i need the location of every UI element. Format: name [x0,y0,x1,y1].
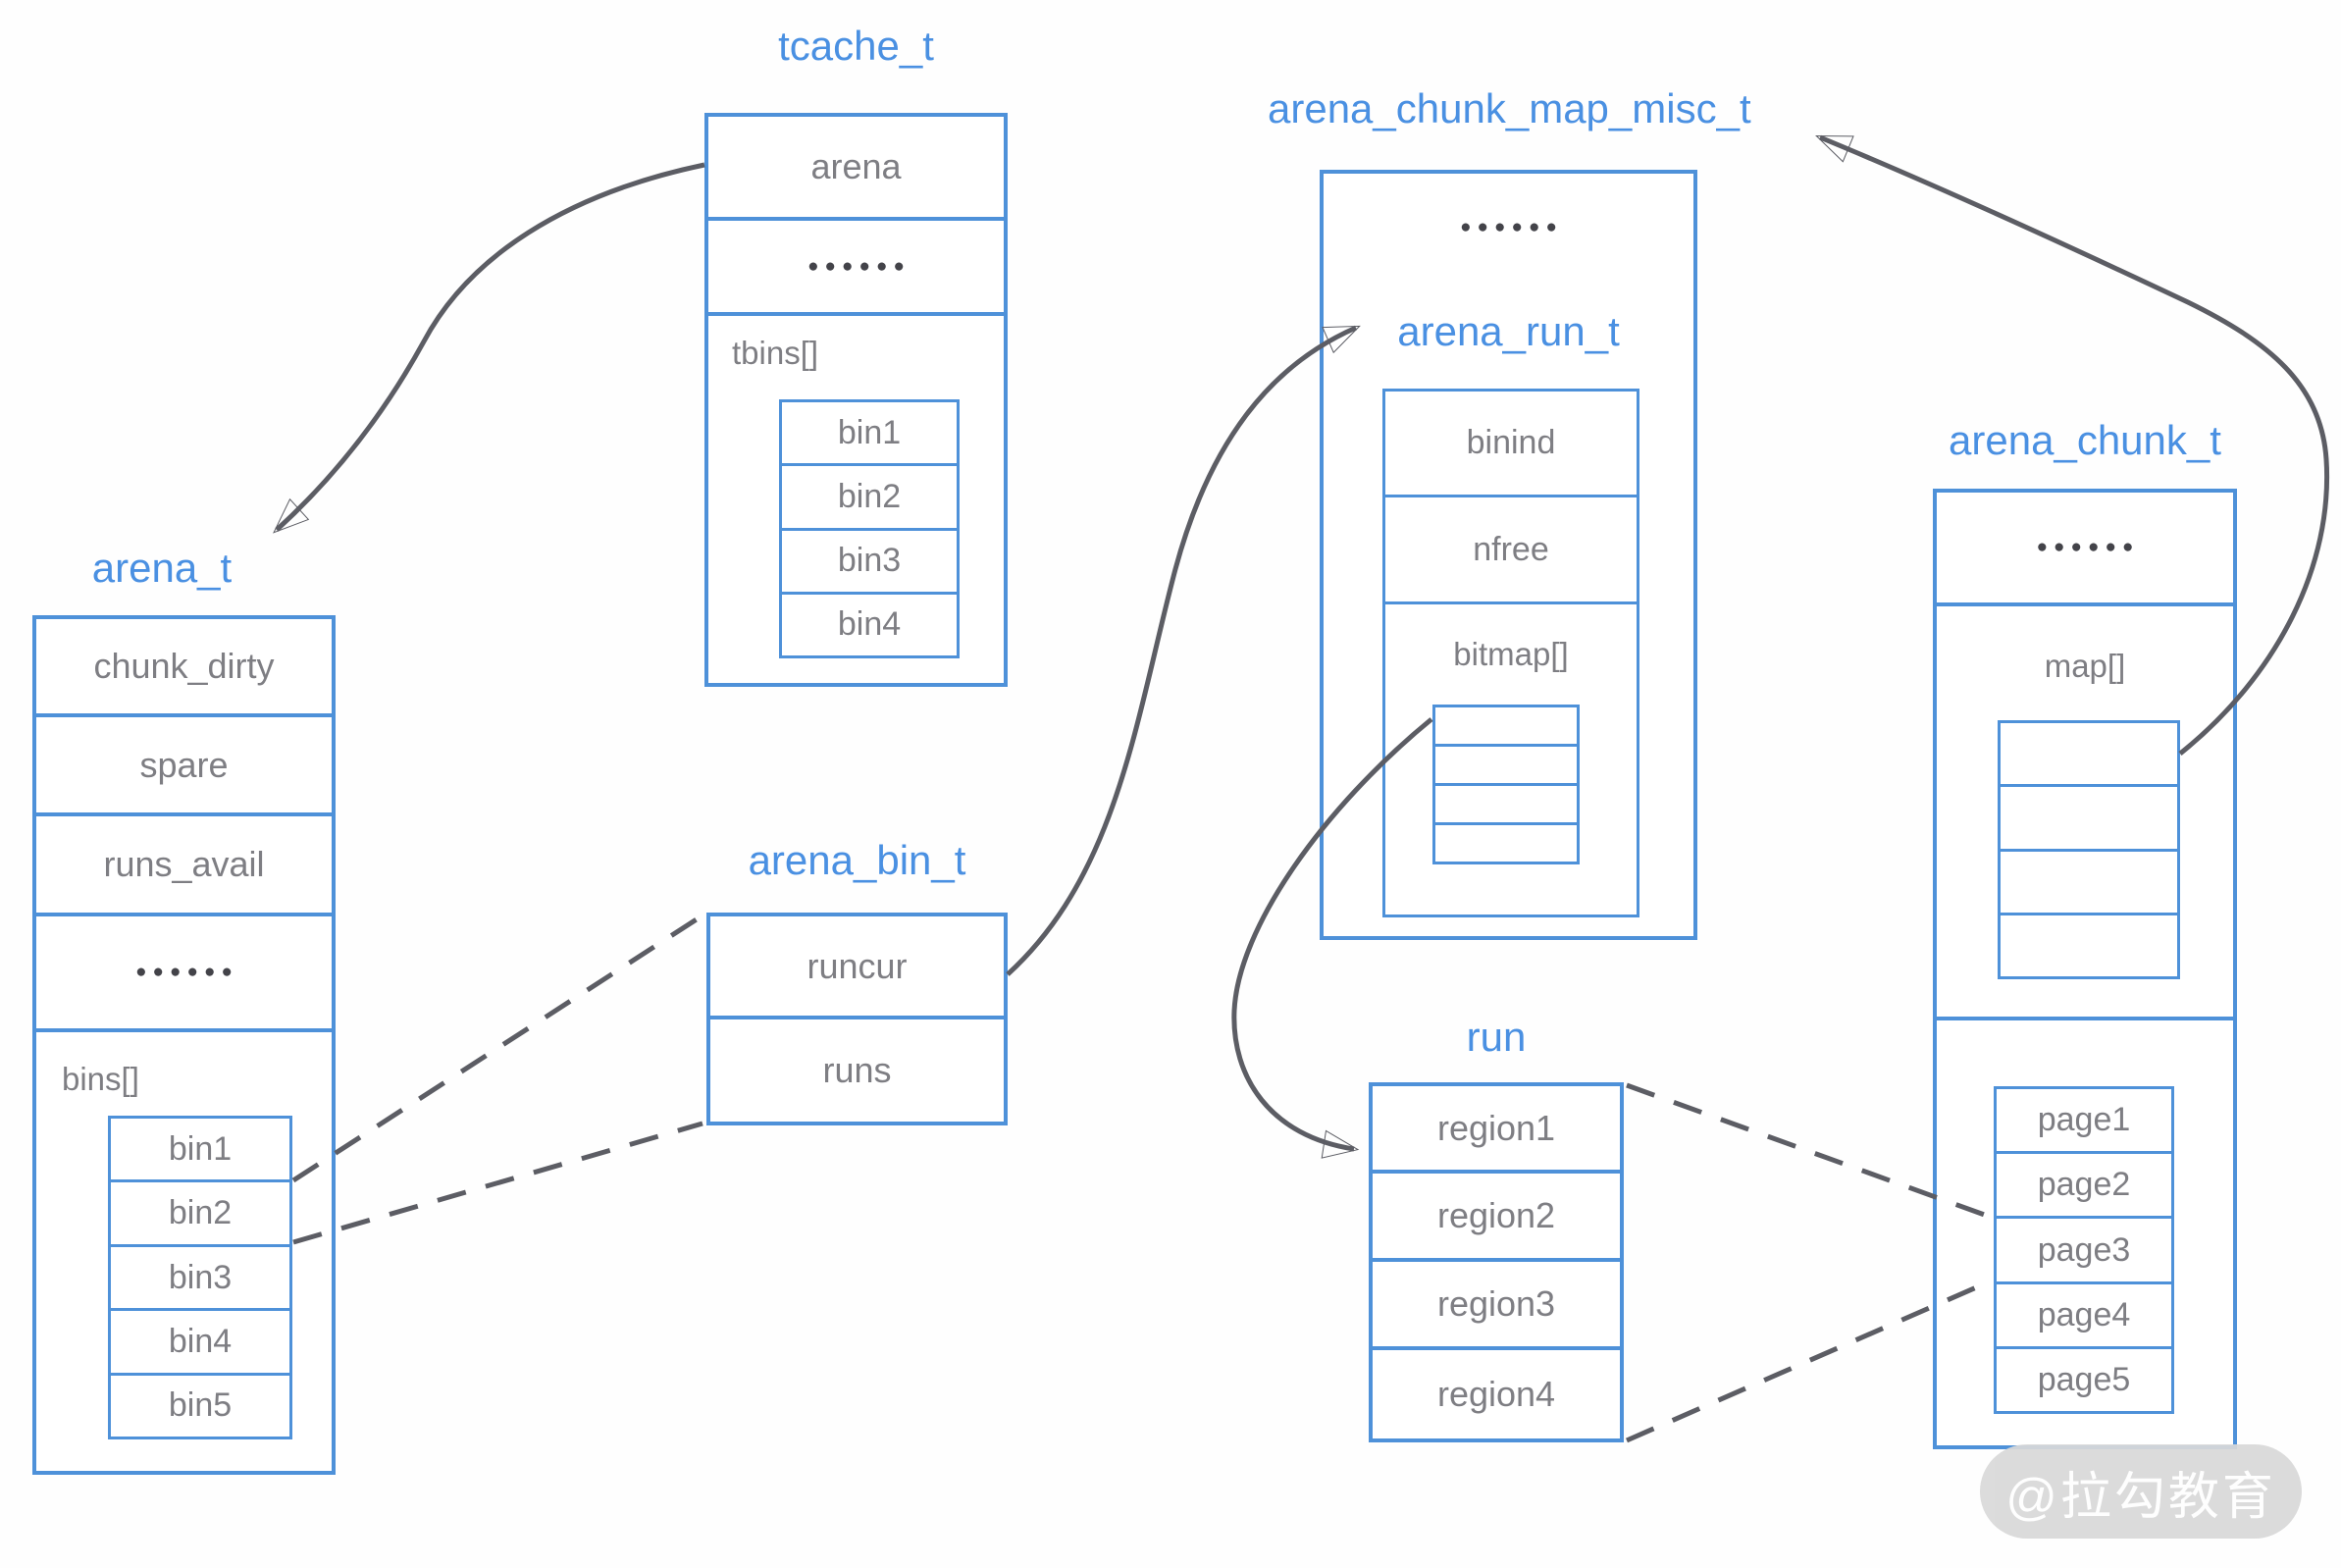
tcache-bin-item: bin4 [837,605,902,644]
arena-t-title: arena_t [91,545,233,591]
tcache-ellipsis: ●●●●●● [708,221,1004,316]
arena-bin-item: bin2 [111,1182,289,1247]
arena-bin-t-box: runcur runs [706,913,1008,1125]
arrow-tcache-arena-to-arena-t [273,162,705,534]
arena-field-chunk-dirty: chunk_dirty [36,619,332,717]
arena-bin-item: bin3 [111,1247,289,1312]
bitmap-slot [1435,707,1577,747]
map-box [1998,720,2180,979]
map-slot [2001,852,2177,915]
arena-run-bitmap-section: bitmap[] [1385,604,1637,915]
run-region-item: region4 [1436,1374,1556,1414]
run-region-item: region3 [1373,1262,1620,1350]
arena-run-t-title: arena_run_t [1397,308,1620,354]
arena-field-spare: spare [36,717,332,816]
watermark-badge: @拉勾教育 [1980,1444,2302,1539]
pages-box: page1 page2 page3 page4 page5 [1994,1086,2174,1414]
tcache-tbins-box: bin1 bin2 bin3 bin4 [779,399,960,658]
arena-run-t-box: binind nfree bitmap[] [1382,389,1639,917]
tcache-bin-item: bin3 [782,531,957,595]
bitmap-slot [1435,825,1577,862]
run-title: run [1466,1014,1527,1060]
arena-chunk-pages-section: page1 page2 page3 page4 page5 [1937,1020,2233,1445]
bitmap-label: bitmap[] [1453,636,1569,672]
map-label: map[] [2044,648,2126,684]
arena-chunk-map-misc-t-box: ●●●●●● arena_run_t binind nfree bitmap[] [1320,170,1697,940]
bitmap-slot [1435,786,1577,825]
map-slot [2001,723,2177,788]
tcache-t-box: arena ●●●●●● tbins[] bin1 bin2 bin3 bin4 [704,113,1008,687]
bitmap-box [1432,705,1580,864]
arena-run-field-binind: binind [1385,392,1637,497]
bitmap-slot [1435,747,1577,786]
page-item: page2 [1997,1154,2171,1220]
arena-chunk-ellipsis: ●●●●●● [1937,493,2233,606]
arena-field-runs-avail: runs_avail [36,816,332,916]
page-item: page1 [1997,1089,2171,1155]
tcache-bin-item: bin1 [782,402,957,467]
arena-ellipsis: ●●●●●● [36,916,332,1032]
arena-t-box: chunk_dirty spare runs_avail ●●●●●● bins… [32,615,336,1475]
tcache-tbins-label: tbins[] [732,335,819,371]
map-slot [2001,915,2177,976]
run-region-item: region1 [1373,1086,1620,1174]
page-item: page3 [1997,1219,2171,1284]
page-item: page4 [1997,1284,2171,1349]
arena-run-field-nfree: nfree [1385,497,1637,604]
arena-bin-item: bin1 [111,1119,289,1183]
map-slot [2001,787,2177,852]
arena-chunk-map-section: map[] [1937,610,2233,1020]
arena-bins-label: bins[] [62,1061,139,1097]
dashed-bin2-to-arena-bin-t [292,1121,703,1245]
arena-bins-box: bin1 bin2 bin3 bin4 bin5 [108,1116,292,1439]
chunk-map-misc-ellipsis: ●●●●●● [1460,217,1563,237]
dashed-bin1-to-arena-bin-t [291,913,704,1183]
tcache-field-arena: arena [708,117,1004,221]
arena-bin-item: bin5 [168,1386,233,1425]
arena-bin-field-runcur: runcur [710,916,1004,1019]
arena-chunk-t-title: arena_chunk_t [1949,417,2221,463]
arrow-runcur-to-arena-run-t [1006,325,1361,976]
arena-bin-item: bin4 [111,1311,289,1376]
arena-chunk-map-misc-t-title: arena_chunk_map_misc_t [1268,85,1751,131]
tcache-t-title: tcache_t [778,23,934,69]
run-region-item: region2 [1373,1174,1620,1262]
tcache-bin-item: bin2 [782,466,957,531]
arena-chunk-t-box: ●●●●●● map[] page1 page2 page3 page4 pag… [1933,489,2237,1449]
page-item: page5 [2037,1360,2131,1398]
run-box: region1 region2 region3 region4 [1369,1082,1624,1442]
arena-bin-field-runs: runs [822,1050,892,1090]
arena-bin-t-title: arena_bin_t [748,837,966,883]
